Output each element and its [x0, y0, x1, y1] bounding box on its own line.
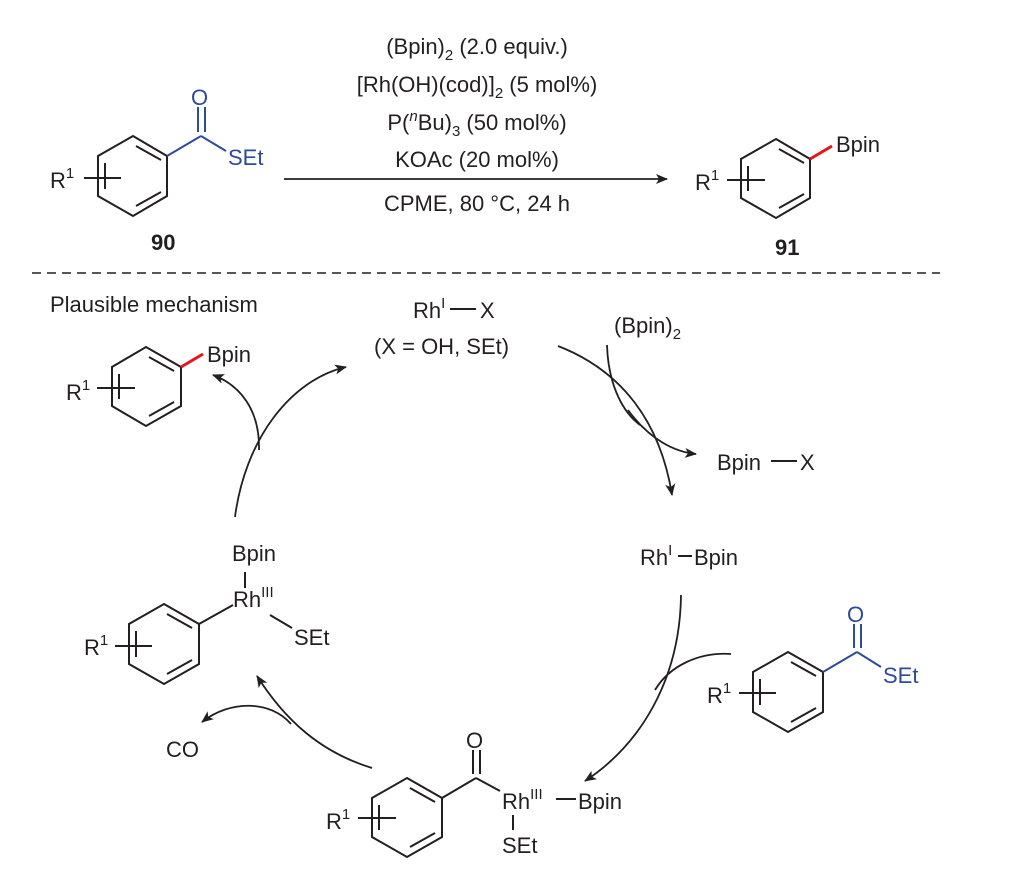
acyl-rh-ligand: SEt: [502, 833, 537, 858]
thioester-group: SEt: [228, 145, 263, 170]
rh-boryl-formula: RhI: [640, 542, 672, 570]
thioester-group: SEt: [883, 663, 918, 688]
arrow-reductive-elimination: [234, 364, 347, 518]
carbonyl-oxygen: O: [847, 602, 864, 627]
benzene-ring: [358, 776, 443, 859]
reaction-conditions: (Bpin)2 (2.0 equiv.) [Rh(OH)(cod)]2 (5 m…: [357, 34, 598, 216]
arrow-bpinx-out: [627, 409, 697, 458]
condition-solvent-temp-time: CPME, 80 °C, 24 h: [384, 191, 570, 216]
intermediate-aryl-rh: R1 RhIII Bpin SEt: [84, 541, 329, 686]
catalyst-note: (X = OH, SEt): [374, 334, 509, 359]
arrow-product-out: [212, 374, 260, 451]
boryl-group: Bpin: [207, 342, 251, 367]
acyl-rh-center: RhIII: [502, 786, 543, 814]
arrow-bpin2-in: [606, 344, 641, 426]
benzene-ring: [84, 134, 168, 218]
co-byproduct: CO: [166, 737, 199, 762]
substituent-r1: R1: [84, 632, 108, 660]
condition-phosphine: P(nBu)3 (50 mol%): [387, 108, 566, 140]
catalyst-x: X: [480, 298, 495, 323]
aryl-rh-ligand: SEt: [294, 625, 329, 650]
product-out: R1 Bpin: [66, 342, 251, 428]
carbonyl-oxygen: O: [466, 728, 483, 753]
substituent-r1: R1: [326, 806, 350, 834]
intermediate-acyl-rh: R1 O RhIII Bpin SEt: [326, 728, 622, 859]
catalyst-rh-x: RhI X (X = OH, SEt): [374, 295, 509, 359]
rh-boryl-group: Bpin: [694, 545, 738, 570]
substituent-r1: R1: [695, 167, 719, 195]
carbonyl-oxygen: O: [191, 85, 208, 110]
aryl-rh-boryl: Bpin: [232, 541, 276, 566]
byproduct-bpin-x: Bpin X: [717, 450, 815, 475]
compound-label-90: 90: [151, 230, 175, 255]
arrow-co-out: [201, 704, 292, 725]
arrow-decarbonylation: [256, 675, 373, 769]
acyl-rh-boryl: Bpin: [578, 789, 622, 814]
boryl-group: Bpin: [836, 132, 880, 157]
substituent-r1: R1: [50, 165, 74, 193]
benzene-ring: [739, 650, 824, 734]
benzene-ring: [115, 602, 200, 686]
condition-base: KOAc (20 mol%): [395, 147, 559, 172]
cycle-arrows: [201, 344, 732, 782]
arrow-oxidative-addition: [584, 594, 682, 782]
substituent-r1: R1: [66, 377, 90, 405]
benzene-ring: [97, 345, 182, 428]
substituent-r1: R1: [707, 680, 731, 708]
arrow-substrate-in: [654, 652, 732, 691]
benzene-ring: [727, 137, 811, 220]
compound-label-91: 91: [775, 235, 799, 260]
condition-rh-catalyst: [Rh(OH)(cod)]2 (5 mol%): [357, 72, 598, 102]
byproduct-bpin: Bpin: [717, 450, 761, 475]
substrate-in: R1 O SEt: [707, 602, 918, 734]
condition-bpin2: (Bpin)2 (2.0 equiv.): [386, 34, 568, 64]
catalyst-formula: RhI: [413, 295, 445, 323]
arrow-transmetalation: [557, 345, 676, 496]
aryl-rh-center: RhIII: [233, 584, 274, 612]
intermediate-rh-boryl: RhI Bpin: [640, 542, 738, 570]
substrate-90: R1 O SEt 90: [50, 85, 263, 255]
byproduct-x: X: [800, 450, 815, 475]
product-91: R1 Bpin 91: [695, 132, 880, 260]
mechanism-title: Plausible mechanism: [50, 292, 258, 317]
reagent-bpin2: (Bpin)2: [614, 313, 681, 343]
